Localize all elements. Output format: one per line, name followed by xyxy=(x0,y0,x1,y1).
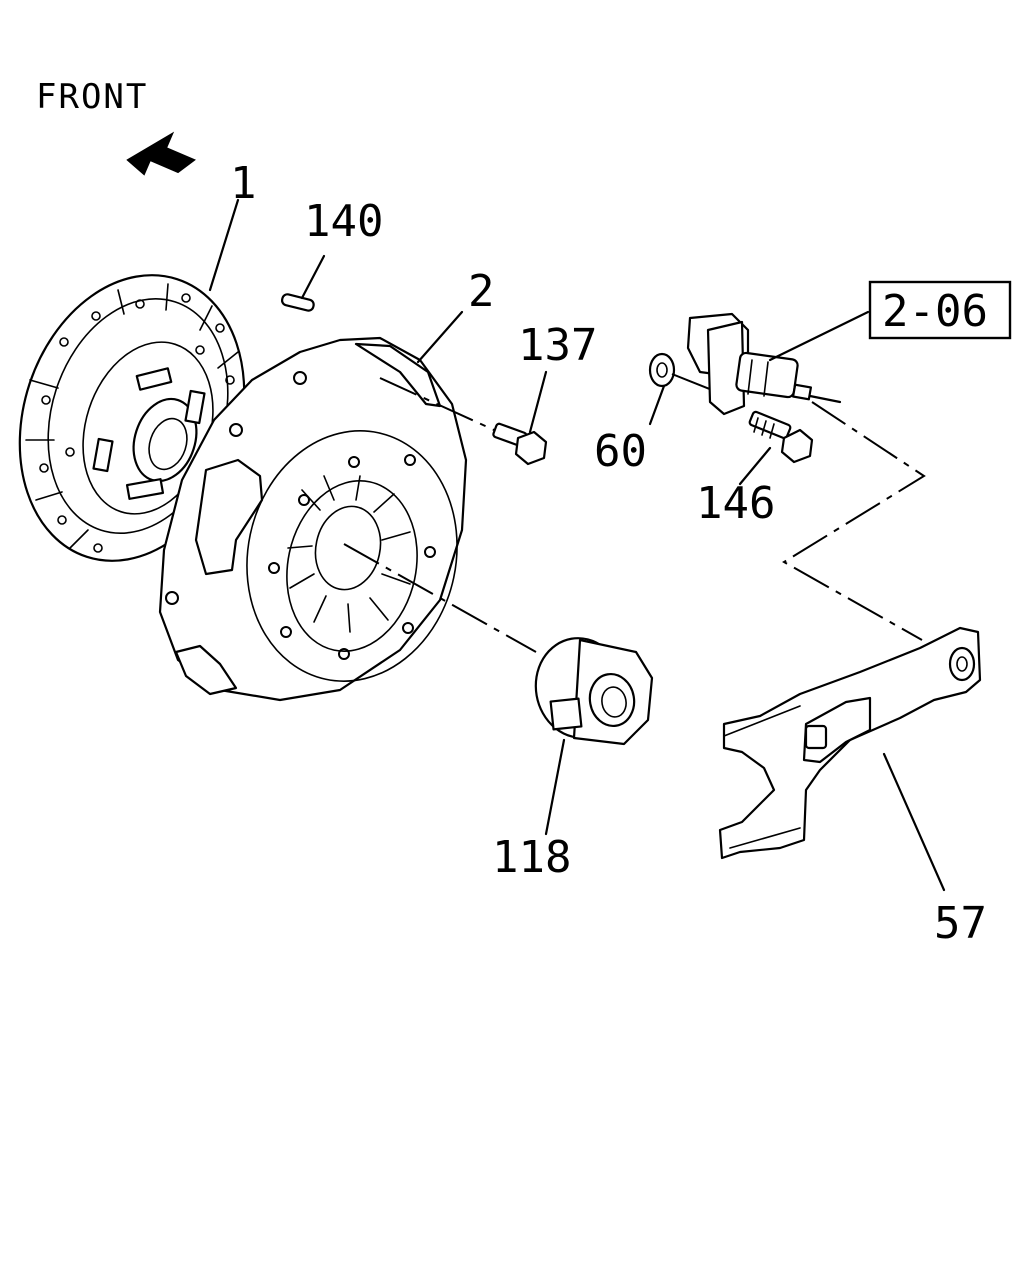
front-arrow-icon xyxy=(126,131,196,176)
slave-cylinder-icon xyxy=(686,312,842,416)
leader-lines xyxy=(208,198,946,892)
callout-box-2-06 xyxy=(868,280,1012,340)
callout-137: 137 xyxy=(518,320,597,371)
callout-2: 2 xyxy=(468,266,495,317)
fork-axis-line xyxy=(782,401,926,641)
release-bearing-icon xyxy=(534,637,654,746)
bolt-137-icon xyxy=(492,422,548,466)
bolt-146-icon xyxy=(748,410,814,464)
bolt-axis-line xyxy=(379,377,495,431)
pressure-plate-icon xyxy=(158,336,468,702)
callout-57: 57 xyxy=(934,898,987,949)
washer-icon xyxy=(648,352,676,388)
axis-line xyxy=(343,543,537,653)
callout-140: 140 xyxy=(304,196,383,247)
callout-118: 118 xyxy=(492,832,571,883)
washer-axis-line xyxy=(671,373,713,391)
callout-1: 1 xyxy=(230,158,257,209)
callout-2-06: 2-06 xyxy=(882,286,988,337)
callout-60: 60 xyxy=(594,426,647,477)
front-label: FRONT xyxy=(36,77,148,117)
clutch-disc-icon xyxy=(18,274,246,562)
release-fork-icon xyxy=(718,626,982,860)
callout-146: 146 xyxy=(696,478,775,529)
dowel-pin-icon xyxy=(280,293,315,312)
